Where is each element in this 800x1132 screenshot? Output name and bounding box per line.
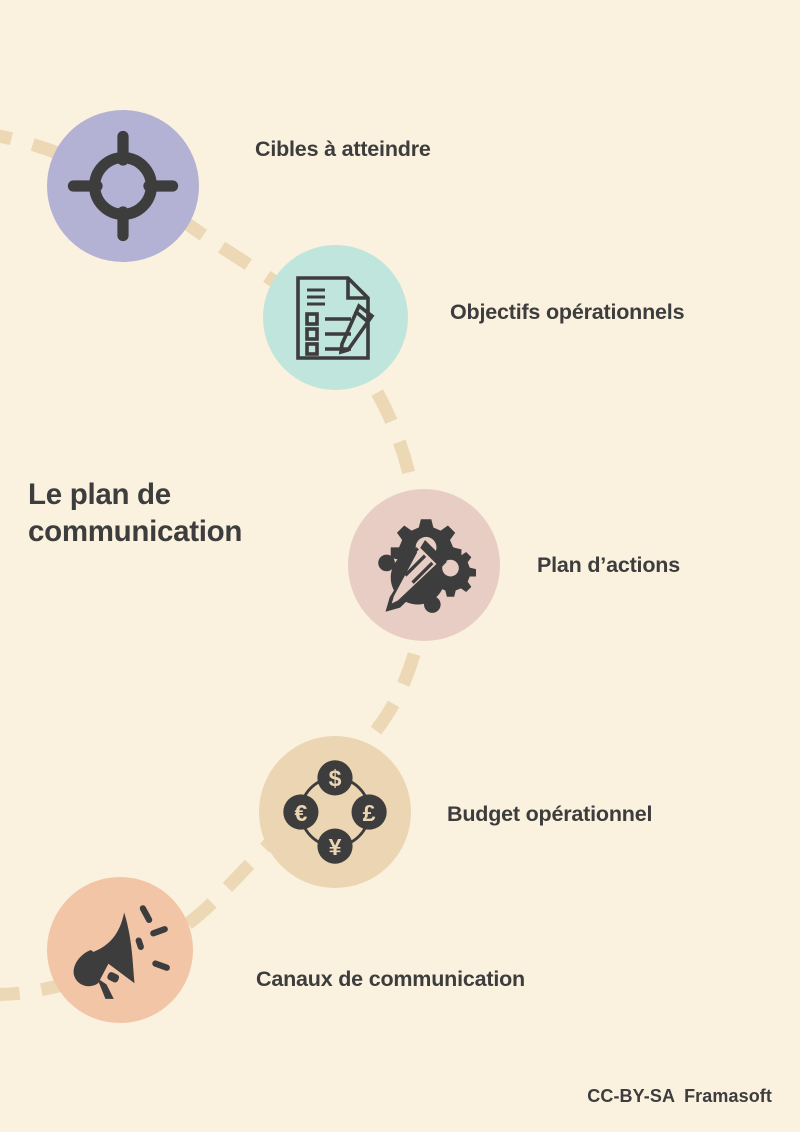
target-icon <box>67 130 179 242</box>
author-text: Framasoft <box>684 1086 772 1106</box>
coin-symbol-yen: ¥ <box>329 834 342 860</box>
license-text: CC-BY-SA <box>587 1086 676 1106</box>
step-label-2: Objectifs opérationnels <box>450 300 685 324</box>
step-label-3: Plan d’actions <box>537 553 680 577</box>
megaphone-icon <box>73 905 170 999</box>
license-credit: CC-BY-SA Framasoft <box>587 1086 772 1107</box>
gears-pencil-icon <box>378 519 476 613</box>
coin-symbol-pound: £ <box>363 800 376 826</box>
step-label-5: Canaux de communication <box>256 967 525 991</box>
step-node-3[interactable] <box>348 489 500 641</box>
step-label-1: Cibles à atteindre <box>255 137 431 161</box>
page-title-line-2: communication <box>28 514 243 548</box>
step-node-4[interactable]: $ € £ ¥ <box>259 736 411 888</box>
currency-coins-icon: $ € £ ¥ <box>283 760 387 864</box>
page-title: Le plan de communication <box>28 477 358 550</box>
step-node-5[interactable] <box>47 877 193 1023</box>
step-label-4: Budget opérationnel <box>447 802 653 826</box>
checklist-document-pencil-icon <box>295 275 374 360</box>
page-title-line-1: Le plan de <box>28 478 171 511</box>
coin-symbol-euro: € <box>294 800 307 826</box>
coin-symbol-dollar: $ <box>329 766 342 792</box>
step-node-1[interactable] <box>47 110 199 262</box>
step-node-2[interactable] <box>263 245 408 390</box>
